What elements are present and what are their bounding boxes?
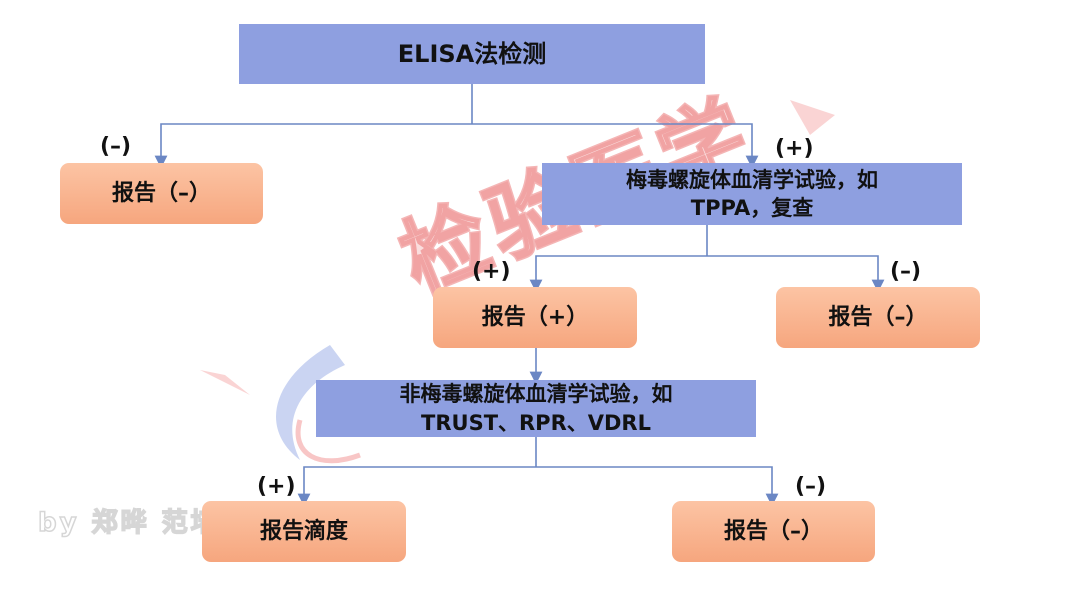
edge-label-negative-2: (–) — [890, 259, 922, 284]
node-elisa-label: ELISA法检测 — [397, 39, 547, 68]
node-treponemal-test: 梅毒螺旋体血清学试验，如 TPPA，复查 — [542, 163, 962, 225]
connector-e4 — [707, 255, 885, 293]
edge-label-negative-3: (–) — [795, 474, 827, 499]
connector-e1 — [154, 123, 472, 169]
connector-e2 — [472, 123, 759, 169]
node-report-positive-label: 报告（+） — [481, 304, 589, 330]
node-report-negative-2: 报告（–） — [776, 287, 980, 348]
node-report-positive: 报告（+） — [433, 287, 637, 348]
node-nontreponemal-test: 非梅毒螺旋体血清学试验，如 TRUST、RPR、VDRL — [316, 380, 756, 437]
node-report-negative-1: 报告（–） — [60, 163, 263, 224]
node-treponemal-test-label: 梅毒螺旋体血清学试验，如 TPPA，复查 — [626, 167, 878, 220]
edge-label-negative-1: (–) — [100, 134, 132, 159]
node-nontreponemal-test-label: 非梅毒螺旋体血清学试验，如 TRUST、RPR、VDRL — [399, 382, 673, 435]
node-elisa: ELISA法检测 — [239, 24, 705, 84]
node-report-titer: 报告滴度 — [202, 501, 406, 562]
connector-e5 — [297, 466, 536, 507]
node-report-negative-2-label: 报告（–） — [828, 304, 928, 330]
node-report-negative-3: 报告（–） — [672, 501, 875, 562]
edge-label-positive-3: (+) — [257, 474, 296, 499]
node-report-negative-1-label: 报告（–） — [111, 180, 211, 206]
connector-e3 — [529, 255, 707, 293]
connector-e6 — [536, 466, 779, 507]
node-report-titer-label: 报告滴度 — [259, 518, 348, 544]
node-report-negative-3-label: 报告（–） — [723, 518, 823, 544]
edge-label-positive-1: (+) — [775, 136, 814, 161]
edge-label-positive-2: (+) — [472, 259, 511, 284]
